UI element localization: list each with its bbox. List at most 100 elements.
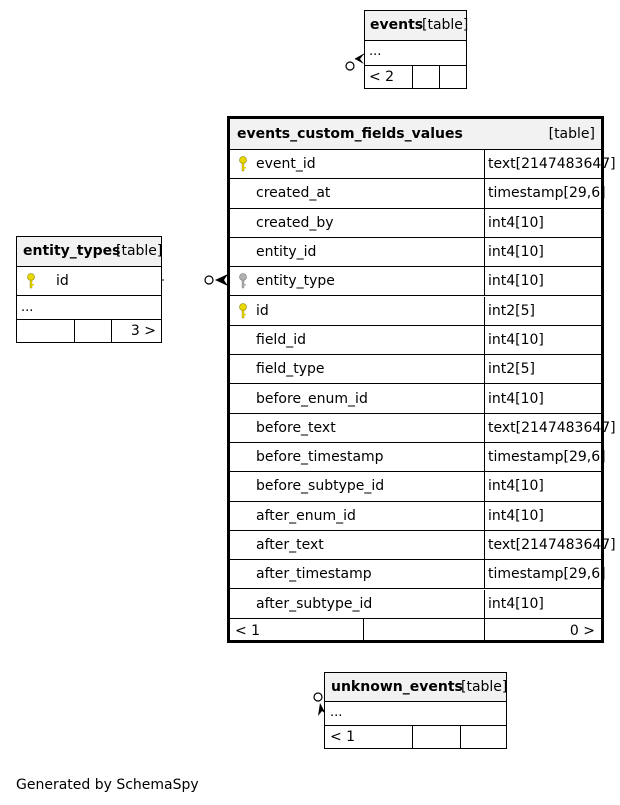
divider <box>484 355 485 384</box>
column-name: entity_type <box>256 273 335 290</box>
column-name: after_timestamp <box>256 566 372 583</box>
entity-types-id-row: id <box>17 267 161 296</box>
events-table-name: events <box>370 17 424 33</box>
events-table-ellipsis-row <box>365 41 466 66</box>
divider <box>412 66 413 88</box>
column-type: timestamp[29,6] <box>488 449 606 466</box>
primary-key-icon <box>239 302 247 319</box>
divider <box>363 619 364 643</box>
events-table-footer-count: < 2 <box>369 69 395 85</box>
entity-types-table-header: entity_types [table] <box>17 237 163 267</box>
column-type: int4[10] <box>488 595 544 612</box>
column-name: before_enum_id <box>256 390 368 407</box>
events-table-header: events [table] <box>365 11 469 41</box>
column-row[interactable]: created_at timestamp[29,6] <box>230 179 606 209</box>
entity-types-table[interactable]: entity_types [table] id ... 3 > <box>16 236 162 343</box>
relation-events-link <box>345 53 365 71</box>
divider <box>460 726 461 748</box>
events-custom-fields-values-table[interactable]: events_custom_fields_values [table] even… <box>227 116 616 643</box>
column-name: before_text <box>256 419 336 436</box>
unknown-events-table[interactable]: unknown_events [table] ... < 1 <box>324 672 507 749</box>
column-name: entity_id <box>256 244 317 261</box>
column-name: field_type <box>256 361 325 378</box>
column-name: created_at <box>256 185 331 202</box>
divider <box>484 179 485 208</box>
column-name: created_by <box>256 214 334 231</box>
column-type: int4[10] <box>488 244 544 261</box>
column-row[interactable]: entity_type int4[10] <box>230 267 601 297</box>
divider <box>484 150 485 179</box>
main-table-footer: < 1 0 > <box>230 619 601 643</box>
divider <box>111 320 112 342</box>
unknown-events-table-kind: [table] <box>461 679 508 695</box>
unknown-events-footer: < 1 <box>325 726 506 748</box>
column-name: after_text <box>256 537 324 554</box>
column-type: int2[5] <box>488 302 535 319</box>
column-row[interactable]: id int2[5] <box>230 296 601 326</box>
entity-types-footer: 3 > <box>17 320 161 342</box>
column-name: event_id <box>256 156 316 173</box>
column-type: timestamp[29,6] <box>488 185 606 202</box>
primary-key-icon <box>239 156 247 172</box>
column-type: text[2147483647] <box>488 419 616 436</box>
main-table-kind: [table] <box>548 126 595 142</box>
entity-types-ellipsis-row <box>17 296 161 320</box>
column-row[interactable]: before_text text[2147483647] <box>230 413 616 443</box>
column-type: int4[10] <box>488 478 544 495</box>
entity-types-ellipsis: ... <box>21 300 34 315</box>
column-name: id <box>256 302 269 319</box>
column-row[interactable]: after_enum_id int4[10] <box>230 501 601 531</box>
column-type: int2[5] <box>488 361 535 378</box>
unknown-events-footer-count: < 1 <box>330 729 356 745</box>
entity-types-id-name: id <box>56 273 69 289</box>
primary-key-icon <box>27 273 35 289</box>
column-type: timestamp[29,6] <box>488 566 606 583</box>
events-table-ellipsis: ... <box>369 44 382 59</box>
column-type: int4[10] <box>488 273 544 290</box>
generated-by-credit: Generated by SchemaSpy <box>16 777 199 793</box>
entity-types-table-kind: [table] <box>116 243 163 259</box>
events-table-footer: < 2 <box>365 66 466 88</box>
main-table-footer-left: < 1 <box>235 623 261 639</box>
relation-unknown-events-link <box>313 692 326 716</box>
divider <box>74 320 75 342</box>
column-row[interactable]: after_timestamp timestamp[29,6] <box>230 560 606 590</box>
divider <box>439 66 440 88</box>
column-name: after_subtype_id <box>256 595 373 612</box>
unknown-events-ellipsis: ... <box>330 705 343 720</box>
divider <box>484 384 485 413</box>
unknown-events-table-header: unknown_events [table] <box>325 673 508 702</box>
events-table[interactable]: events [table] ... < 2 <box>364 10 469 89</box>
divider <box>484 560 485 589</box>
column-row[interactable]: before_timestamp timestamp[29,6] <box>230 443 606 473</box>
column-row[interactable]: entity_id int4[10] <box>230 237 601 268</box>
divider <box>484 325 485 355</box>
divider <box>484 296 485 325</box>
column-name: after_enum_id <box>256 507 356 524</box>
divider <box>484 530 485 560</box>
main-table-name: events_custom_fields_values <box>237 126 463 142</box>
column-type: int4[10] <box>488 214 544 231</box>
column-type: int4[10] <box>488 390 544 407</box>
column-row[interactable]: before_enum_id int4[10] <box>230 384 601 414</box>
unknown-events-ellipsis-row <box>325 702 506 726</box>
entity-types-table-name: entity_types <box>23 243 121 259</box>
entity-types-footer-count: 3 > <box>130 323 156 339</box>
column-type: int4[10] <box>488 507 544 524</box>
foreign-key-icon <box>239 273 247 289</box>
events-table-kind: [table] <box>422 17 469 33</box>
column-name: before_timestamp <box>256 449 384 466</box>
divider <box>484 472 485 501</box>
divider <box>484 267 485 296</box>
column-row[interactable]: after_subtype_id int4[10] <box>230 589 601 619</box>
column-name: field_id <box>256 331 306 348</box>
divider <box>484 237 485 267</box>
column-row[interactable]: created_by int4[10] <box>230 208 601 238</box>
column-row[interactable]: field_type int2[5] <box>230 355 601 385</box>
main-table-footer-right: 0 > <box>569 623 595 639</box>
